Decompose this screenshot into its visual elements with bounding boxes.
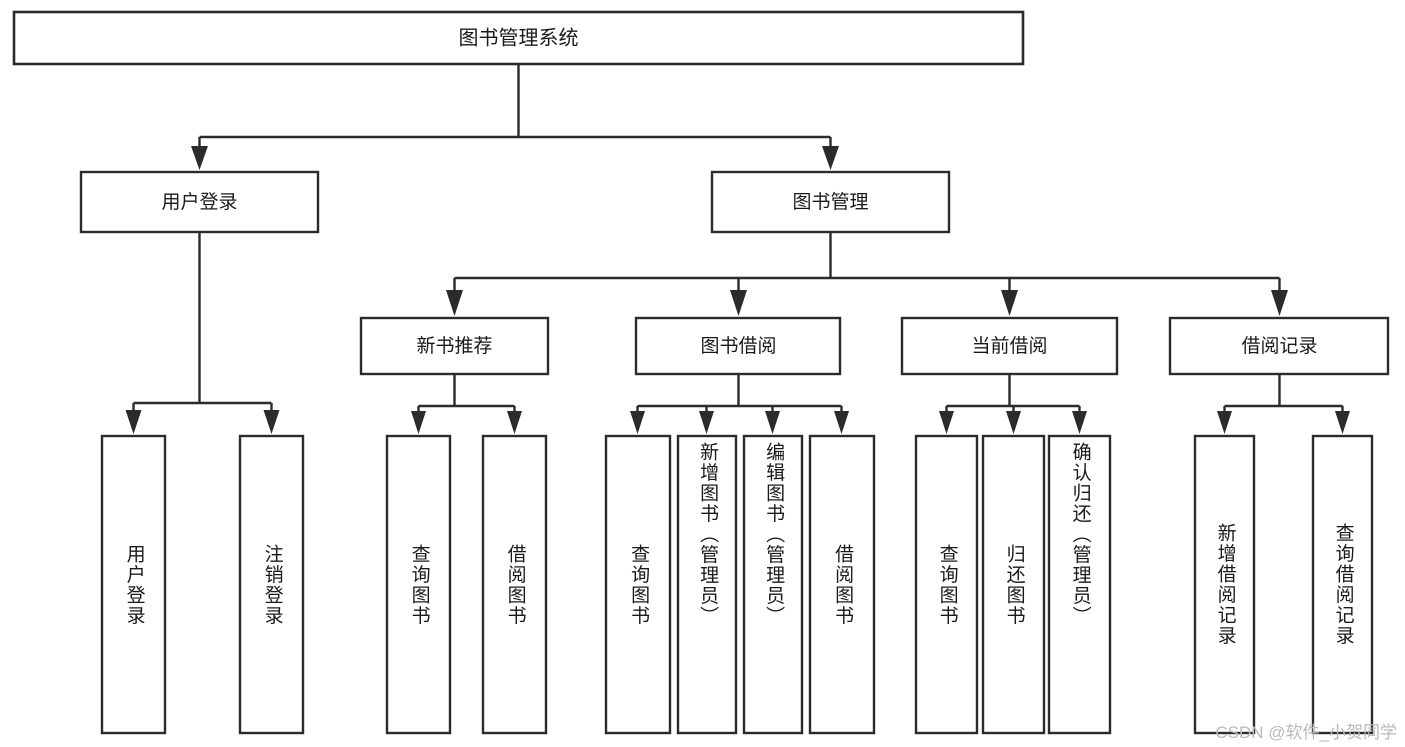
arrow-bm-to-current-borrow <box>1001 290 1018 316</box>
node-user-login-box[interactable] <box>79 170 320 234</box>
node-book-manage[interactable]: 图书管理 <box>710 170 951 234</box>
node-leaf-return-book-box[interactable] <box>981 434 1046 735</box>
arrow-cb-c1 <box>939 411 954 434</box>
arrow-bb-c4 <box>834 411 849 434</box>
node-leaf-logout-box[interactable] <box>238 434 305 735</box>
node-current-borrow[interactable]: 当前借阅 <box>900 316 1119 376</box>
arrow-br-c1 <box>1217 411 1232 434</box>
node-borrow-record-box[interactable] <box>1168 316 1390 376</box>
node-borrow-record-label: 借阅记录 <box>1241 335 1317 357</box>
connector-group-borrow-record <box>1217 374 1350 434</box>
node-leaf-confirm-return-box[interactable] <box>1047 434 1112 735</box>
connector-group-book-manage <box>446 232 1288 316</box>
node-user-login-label: 用户登录 <box>161 191 237 213</box>
connector-group-current-borrow <box>939 374 1087 434</box>
arrow-root-to-user-login <box>191 146 208 170</box>
node-new-book-recommend-box[interactable] <box>359 316 550 376</box>
connector-group-root <box>191 64 839 170</box>
connector-group-user-login <box>125 232 280 434</box>
node-book-borrow[interactable]: 图书借阅 <box>634 316 842 376</box>
arrow-user-login-c1 <box>125 410 142 434</box>
node-user-login[interactable]: 用户登录 <box>79 170 320 234</box>
arrow-nbr-c1 <box>411 411 426 434</box>
arrow-root-to-book-manage <box>822 146 839 170</box>
node-borrow-record[interactable]: 借阅记录 <box>1168 316 1390 376</box>
arrow-bb-c1 <box>630 411 645 434</box>
node-book-borrow-box[interactable] <box>634 316 842 376</box>
connector-group-book-borrow <box>630 374 849 434</box>
arrow-bb-c3 <box>765 411 780 434</box>
node-root-system[interactable]: 图书管理系统 <box>12 10 1025 66</box>
node-root-system-label: 图书管理系统 <box>459 26 579 49</box>
node-book-borrow-label: 图书借阅 <box>700 335 776 357</box>
node-leaf-borrow-book-2-box[interactable] <box>808 434 876 735</box>
arrow-bb-c2 <box>699 411 714 434</box>
node-leaf-query-record-box[interactable] <box>1311 434 1374 735</box>
node-leaf-add-book-box[interactable] <box>676 434 738 735</box>
arrow-cb-c2 <box>1006 411 1021 434</box>
csdn-watermark: CSDN @软件_小贺同学 <box>1215 723 1397 742</box>
arrow-user-login-c2 <box>263 410 280 434</box>
node-current-borrow-box[interactable] <box>900 316 1119 376</box>
node-current-borrow-label: 当前借阅 <box>971 335 1047 357</box>
arrow-bm-to-book-borrow <box>730 290 747 316</box>
arrow-nbr-c2 <box>507 411 522 434</box>
arrow-bm-to-new-book-recommend <box>446 290 463 316</box>
connector-group-new-book-recommend <box>411 374 522 434</box>
node-leaf-user-login-box[interactable] <box>100 434 167 735</box>
node-leaf-edit-book-box[interactable] <box>742 434 804 735</box>
node-leaf-query-book-3-box[interactable] <box>914 434 979 735</box>
node-book-manage-box[interactable] <box>710 170 951 234</box>
node-leaf-query-book-1-box[interactable] <box>385 434 452 735</box>
arrow-cb-c3 <box>1072 411 1087 434</box>
node-leaf-add-record-box[interactable] <box>1193 434 1256 735</box>
node-leaf-borrow-book-1-box[interactable] <box>481 434 548 735</box>
arrow-bm-to-borrow-record <box>1271 290 1288 316</box>
node-leaf-query-book-2-box[interactable] <box>604 434 672 735</box>
node-new-book-recommend-label: 新书推荐 <box>416 335 492 357</box>
node-new-book-recommend[interactable]: 新书推荐 <box>359 316 550 376</box>
node-root-system-box[interactable] <box>12 10 1025 66</box>
arrow-br-c2 <box>1335 411 1350 434</box>
node-book-manage-label: 图书管理 <box>792 191 868 213</box>
